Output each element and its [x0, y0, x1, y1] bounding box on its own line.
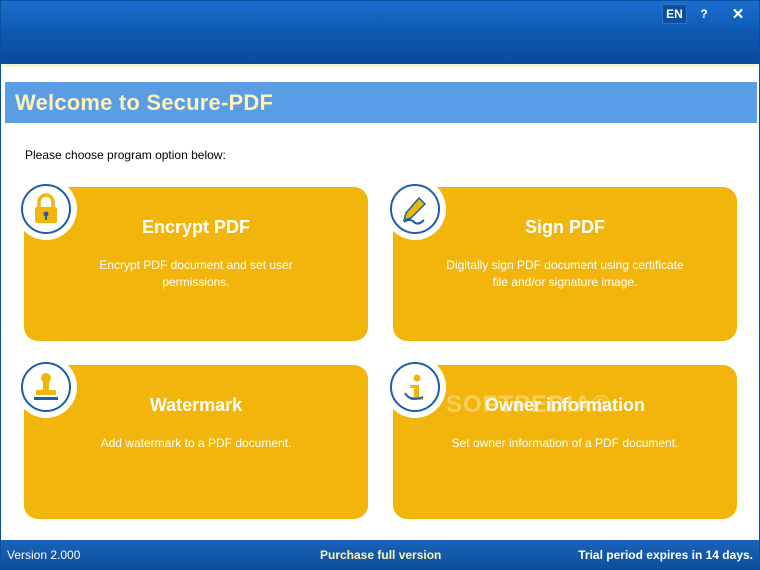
trial-status: Trial period expires in 14 days.	[578, 548, 753, 562]
watermark-icon-badge	[15, 356, 77, 418]
status-bar: Version 2.000 Purchase full version Tria…	[1, 540, 759, 569]
page-title: Welcome to Secure-PDF	[15, 90, 274, 115]
owner-information-card[interactable]: Owner information Set owner information …	[384, 356, 737, 519]
encrypt-pdf-desc: Encrypt PDF document and set user permis…	[99, 258, 293, 289]
title-bar-buttons: EN ? ✕	[662, 4, 755, 24]
watermark-desc: Add watermark to a PDF document.	[100, 436, 292, 450]
stamp-icon	[34, 373, 58, 400]
owner-information-desc: Set owner information of a PDF document.	[451, 436, 679, 450]
lock-icon	[35, 193, 57, 223]
encrypt-icon-badge	[15, 178, 77, 240]
watermark-title: Watermark	[149, 395, 243, 415]
info-icon	[404, 374, 424, 400]
welcome-header: Welcome to Secure-PDF	[5, 82, 757, 123]
close-button[interactable]: ✕	[731, 6, 745, 23]
language-button[interactable]: EN	[662, 4, 687, 24]
instruction-text: Please choose program option below:	[25, 148, 226, 162]
help-button[interactable]: ?	[700, 7, 708, 21]
purchase-link[interactable]: Purchase full version	[320, 548, 442, 562]
pen-icon	[402, 196, 427, 225]
encrypt-pdf-title: Encrypt PDF	[141, 217, 251, 237]
owner-icon-badge	[384, 356, 446, 418]
version-label: Version 2.000	[7, 548, 81, 562]
sign-pdf-desc: Digitally sign PDF document using certif…	[446, 258, 684, 289]
owner-information-title: Owner information	[484, 395, 645, 415]
encrypt-pdf-card[interactable]: Encrypt PDF Encrypt PDF document and set…	[15, 178, 368, 341]
title-divider	[1, 64, 759, 67]
sign-pdf-title: Sign PDF	[525, 217, 605, 237]
watermark-card[interactable]: Watermark Add watermark to a PDF documen…	[15, 356, 368, 519]
sign-icon-badge	[384, 178, 446, 240]
title-bar: EN ? ✕	[1, 1, 759, 64]
sign-pdf-card[interactable]: Sign PDF Digitally sign PDF document usi…	[384, 178, 737, 341]
